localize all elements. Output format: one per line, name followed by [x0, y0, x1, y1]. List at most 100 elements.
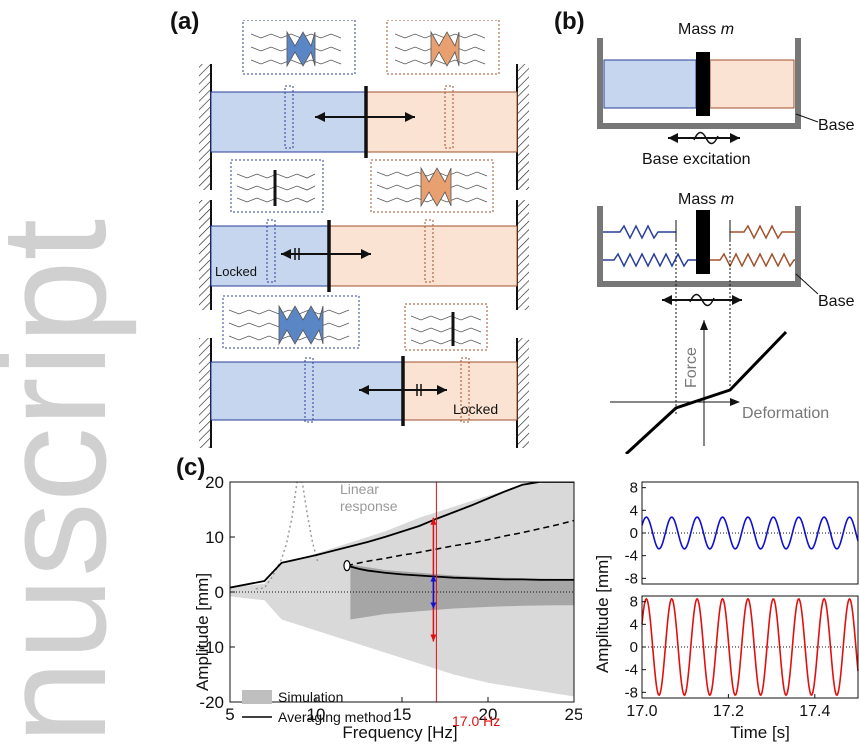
right-wall-hatch [517, 338, 529, 448]
arrow-head-right [405, 112, 415, 122]
orange-inset [370, 159, 494, 213]
blue-arrow-head-top [430, 575, 437, 582]
sine-icon [689, 293, 715, 307]
orange-unit-cells [410, 312, 482, 346]
y-tick-label: -8 [625, 570, 638, 587]
marker-label: 17.0 Hz [452, 713, 500, 729]
linear-response-line [255, 482, 319, 590]
blue-inset [230, 159, 324, 213]
arrow-head-right [361, 249, 371, 259]
blue-metamaterial [210, 91, 366, 153]
averaging-upper-line [230, 482, 574, 589]
blue-spring-lower [603, 252, 696, 268]
y-tick-label: 10 [205, 528, 224, 547]
arrow-head-left [668, 133, 678, 143]
left-wall-hatch [199, 200, 211, 310]
schematic-metamaterial: Mass m Base Base excitation [597, 21, 855, 168]
base-label: Base [818, 293, 855, 310]
blue-inset [242, 20, 356, 75]
locked-label: Locked [453, 401, 498, 417]
blue-unit-cells [236, 170, 316, 206]
arrow-head-right [732, 295, 742, 305]
x-tick-label: 17.0 [626, 703, 657, 720]
annotation-linear-2: response [340, 498, 398, 514]
y-axis-label: Amplitude [mm] [193, 573, 212, 691]
schematic-springs: Mass m Base [597, 191, 855, 414]
legend-label-averaging: Averaging method [278, 709, 391, 725]
x-axis-label: Frequency [Hz] [342, 723, 457, 742]
right-wall-hatch [517, 64, 529, 190]
legend-swatch-simulation [242, 690, 272, 704]
y-tick-label: 8 [630, 594, 638, 611]
x-axis-label: Time [s] [730, 723, 790, 742]
orange-inset [404, 303, 488, 351]
y-tick-label: 4 [630, 502, 638, 519]
arrow-head-left [281, 249, 291, 259]
arrow-head-left [315, 112, 325, 122]
mass-label: Mass m [678, 191, 734, 208]
force-axis-arrow [700, 320, 708, 330]
orange-spring-lower [710, 252, 795, 268]
y-tick-label: 4 [630, 616, 638, 633]
excitation-label: Base excitation [642, 151, 751, 168]
zoom-box-orange [424, 219, 434, 283]
base-container [597, 206, 801, 287]
legend-label-simulation: Simulation [278, 689, 343, 705]
right-wall-hatch [517, 200, 529, 310]
row-1 [199, 20, 529, 190]
locked-label: Locked [215, 264, 257, 279]
orange-metamaterial [328, 225, 518, 287]
annotation-linear-1: Linear [340, 481, 379, 497]
red-arrow-head-top [430, 517, 437, 525]
mass-block [696, 210, 710, 274]
row-3: Locked [199, 295, 529, 448]
panel-b: Mass m Base Base excitation Mass m Base [597, 21, 855, 454]
blue-unit-cells [228, 304, 350, 346]
blue-arrow-head-bottom [430, 602, 437, 609]
mass-block [696, 52, 710, 116]
orange-metamaterial [364, 91, 518, 153]
blue-unit-cells [250, 30, 342, 68]
orange-unit-cells [376, 166, 488, 208]
y-tick-label: -20 [199, 693, 224, 712]
y-tick-label: -4 [625, 548, 638, 565]
zoom-box-blue [284, 85, 294, 149]
blue-metamaterial [210, 225, 330, 287]
x-tick-label: 10 [307, 705, 326, 724]
averaging-lower-line [346, 564, 574, 581]
x-tick-label: 17.4 [799, 703, 830, 720]
watermark: nuscript [0, 219, 137, 744]
orange-inset [386, 20, 500, 75]
base-label-leader [795, 113, 819, 123]
time-series-line [641, 597, 859, 697]
arrow-head-left [662, 295, 672, 305]
simulation-band-dark [350, 564, 574, 620]
panel-b-label: (b) [554, 8, 585, 35]
force-curve [624, 330, 788, 454]
panel-a: Locked [199, 20, 529, 448]
blue-metamaterial [603, 59, 697, 109]
averaging-unstable-line [346, 519, 574, 567]
y-tick-label: 0 [215, 583, 224, 602]
x-tick-label: 5 [225, 705, 234, 724]
panel-c-label: (c) [176, 454, 206, 481]
y-tick-label: -4 [625, 662, 638, 679]
legend: Simulation Averaging method [242, 689, 391, 725]
x-tick-label: 25 [565, 705, 582, 724]
watermark-text: nuscript [0, 219, 137, 744]
y-tick-label: -10 [199, 638, 224, 657]
force-label: Force [683, 347, 700, 388]
blue-inset [222, 295, 360, 349]
time-series-line [641, 516, 859, 550]
x-tick-label: 17.2 [713, 703, 744, 720]
bifurcation-marker [343, 559, 351, 572]
panel-a-label: (a) [170, 8, 200, 35]
left-wall-hatch [199, 338, 211, 448]
orange-spring-upper [730, 224, 795, 240]
deformation-axis-arrow [730, 398, 740, 406]
deformation-label: Deformation [742, 405, 829, 422]
